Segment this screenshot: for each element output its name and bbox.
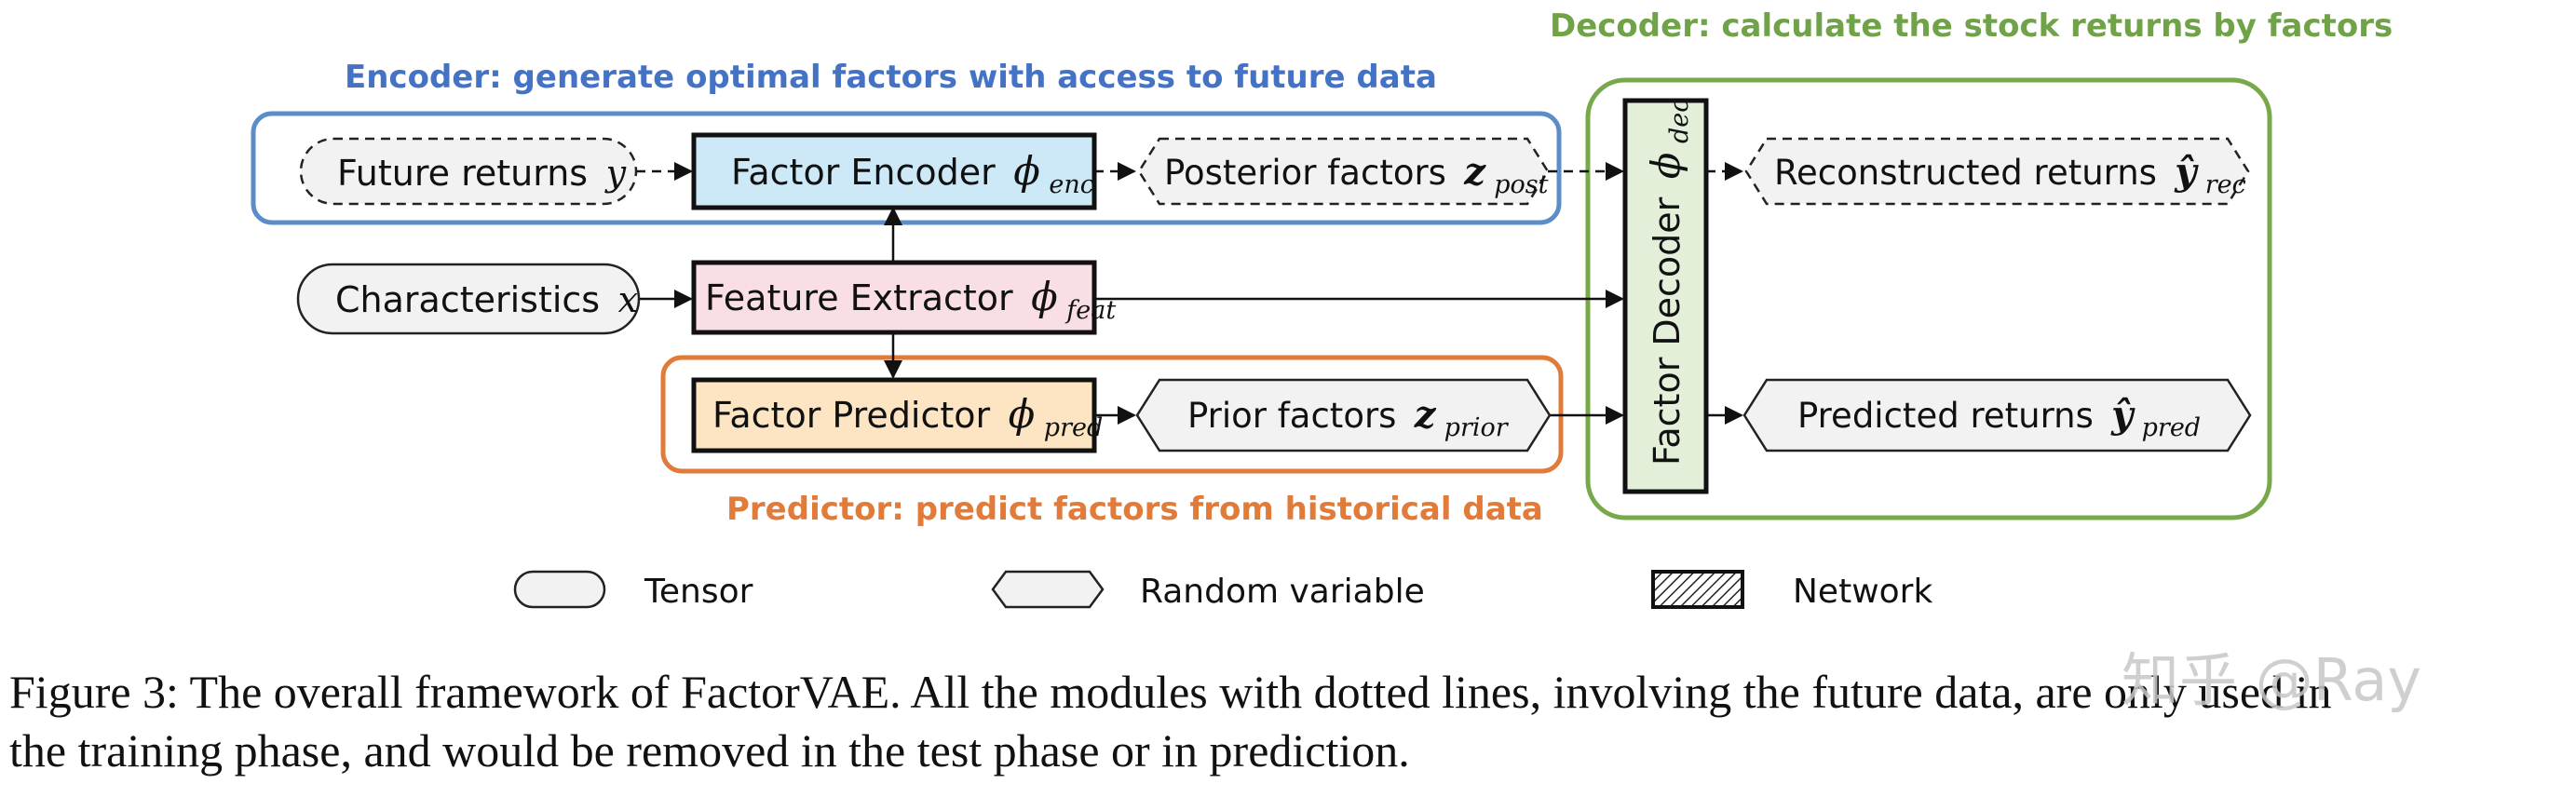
factor-decoder-label: Factor Decoder xyxy=(1647,196,1688,466)
prior-factors-subscript: prior xyxy=(1444,413,1510,442)
factor-predictor-node: Factor Predictor ϕ pred xyxy=(691,377,1103,453)
legend-network-label: Network xyxy=(1793,573,1932,611)
factor-decoder-symbol: ϕ xyxy=(1643,153,1688,180)
predictor-group-title: Predictor: predict factors from historic… xyxy=(726,491,1543,528)
factor-encoder-label: Factor Encoder xyxy=(731,152,996,193)
factor-predictor-label: Factor Predictor xyxy=(712,395,991,436)
factor-encoder-subscript: enc xyxy=(1049,170,1094,199)
posterior-factors-symbol: z xyxy=(1463,150,1486,194)
factor-decoder-node: Factor Decoder ϕ dec xyxy=(1622,98,1709,494)
factor-predictor-symbol: ϕ xyxy=(1009,391,1036,437)
characteristics-label: Characteristics xyxy=(335,279,600,320)
posterior-factors-label: Posterior factors xyxy=(1164,153,1446,193)
decoder-group-title: Decoder: calculate the stock returns by … xyxy=(1550,7,2393,45)
svg-text:Posterior factors z: Posterior factors z post xyxy=(1164,150,1549,199)
feature-extractor-node: Feature Extractor ϕ feat xyxy=(691,260,1116,335)
feature-extractor-symbol: ϕ xyxy=(1031,274,1058,319)
svg-text:Factor Predictor ϕ: Factor Predictor ϕ pred xyxy=(712,391,1103,442)
svg-text:Feature Extractor ϕ: Feature Extractor ϕ feat xyxy=(705,274,1116,325)
characteristics-symbol: x xyxy=(618,279,638,320)
legend-tensor-label: Tensor xyxy=(644,573,753,611)
feature-extractor-subscript: feat xyxy=(1064,296,1116,325)
factor-decoder-subscript: dec xyxy=(1665,99,1694,143)
caption-line-2: the training phase, and would be removed… xyxy=(9,724,1410,777)
encoder-group-title: Encoder: generate optimal factors with a… xyxy=(345,59,1437,96)
reconstructed-returns-node: Reconstructed returns ŷ rec xyxy=(1744,137,2250,206)
prior-factors-label: Prior factors xyxy=(1187,396,1396,436)
watermark: 知乎 @Ray xyxy=(2122,646,2422,714)
svg-text:Factor Decoder ϕ d: Factor Decoder ϕ dec xyxy=(1643,99,1694,466)
legend-tensor-swatch xyxy=(513,570,606,609)
reconstructed-returns-label: Reconstructed returns xyxy=(1774,153,2157,193)
caption-line-1: Figure 3: The overall framework of Facto… xyxy=(9,666,2332,718)
characteristics-node: Characteristics x xyxy=(296,263,641,335)
prior-factors-node: Prior factors z prior xyxy=(1135,378,1552,453)
legend-random-variable-label: Random variable xyxy=(1140,573,1425,611)
legend-random-variable-swatch xyxy=(991,570,1105,609)
future-returns-symbol: y xyxy=(604,153,627,194)
reconstructed-returns-subscript: rec xyxy=(2205,170,2246,199)
predicted-returns-label: Predicted returns xyxy=(1797,396,2094,436)
future-returns-label: Future returns xyxy=(337,153,588,194)
factor-encoder-node: Factor Encoder ϕ enc xyxy=(691,132,1097,210)
posterior-factors-subscript: post xyxy=(1494,170,1548,199)
posterior-factors-node: Posterior factors z post xyxy=(1137,137,1550,206)
predicted-returns-node: Predicted returns ŷ pred xyxy=(1742,378,2252,453)
prior-factors-symbol: z xyxy=(1414,393,1437,437)
svg-text:Future returns y: Future returns y xyxy=(337,153,627,194)
svg-text:Reconstructed returns ŷ: Reconstructed returns ŷ rec xyxy=(1774,150,2246,199)
svg-text:Prior factors z pr: Prior factors z prior xyxy=(1187,393,1510,442)
svg-text:Characteristics x: Characteristics x xyxy=(335,279,638,320)
svg-text:Factor Encoder ϕ e: Factor Encoder ϕ enc xyxy=(731,148,1094,199)
encoder-group-frame xyxy=(251,111,1562,225)
feature-extractor-label: Feature Extractor xyxy=(705,277,1013,318)
predicted-returns-symbol: ŷ xyxy=(2110,393,2135,437)
legend-network-swatch xyxy=(1651,570,1744,609)
figure-caption: Figure 3: The overall framework of Facto… xyxy=(9,663,2561,780)
predicted-returns-subscript: pred xyxy=(2142,413,2201,442)
factor-predictor-subscript: pred xyxy=(1044,413,1103,442)
factorvae-framework-diagram: Encoder: generate optimal factors with a… xyxy=(251,7,2393,611)
svg-text:Predicted returns ŷ: Predicted returns ŷ pred xyxy=(1797,393,2201,442)
legend: Tensor Random variable Network xyxy=(513,570,1932,611)
factor-encoder-symbol: ϕ xyxy=(1013,148,1040,194)
future-returns-node: Future returns y xyxy=(299,137,638,206)
reconstructed-returns-symbol: ŷ xyxy=(2174,150,2199,194)
